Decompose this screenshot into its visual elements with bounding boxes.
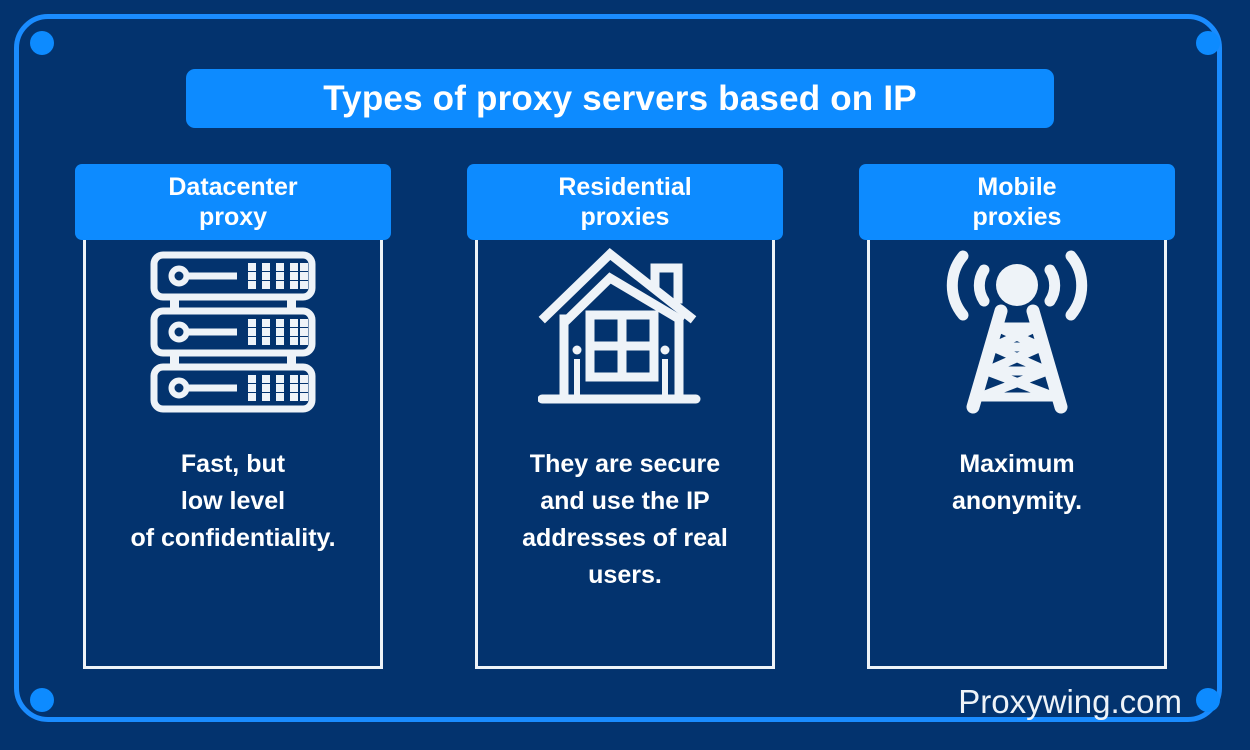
card-description-line: They are secure [529,450,721,478]
proxy-card-mobile: Mobile proxies [859,164,1175,669]
card-description-line: users. [588,561,662,589]
card-description-line: low level [180,487,286,515]
card-header-line: Residential [558,173,692,201]
card-description-line: Maximum [959,450,1075,478]
card-description-datacenter: Fast, but low level of confidentiality. [83,446,383,557]
corner-dot-bottom-left [30,688,54,712]
proxy-type-columns: Datacenter proxy [0,164,1250,674]
decorative-frame-border [14,14,1222,722]
card-body-outline [475,234,775,669]
card-header-mobile: Mobile proxies [859,164,1175,240]
cell-tower-icon [859,242,1175,422]
page-title-chip: Types of proxy servers based on IP [186,69,1054,128]
corner-dot-top-right [1196,31,1220,55]
card-header-line: Mobile [977,173,1057,201]
card-header-residential: Residential proxies [467,164,783,240]
server-rack-icon [75,242,391,422]
card-description-mobile: Maximum anonymity. [867,446,1167,520]
card-description-line: addresses of real [522,524,728,552]
card-description-residential: They are secure and use the IP addresses… [475,446,775,594]
card-header-line: proxies [580,203,670,231]
house-icon [467,242,783,422]
card-description-line: anonymity. [951,487,1083,515]
card-body-outline [83,234,383,669]
card-body-outline [867,234,1167,669]
brand-watermark: Proxywing.com [958,683,1182,720]
proxy-card-residential: Residential proxies [467,164,783,669]
corner-dot-bottom-right [1196,688,1220,712]
card-header-line: proxies [972,203,1062,231]
page-title: Types of proxy servers based on IP [323,78,917,118]
card-description-line: Fast, but [180,450,286,478]
card-header-line: proxy [198,203,268,231]
corner-dot-top-left [30,31,54,55]
card-header-line: Datacenter [168,173,298,201]
card-header-datacenter: Datacenter proxy [75,164,391,240]
proxy-card-datacenter: Datacenter proxy [75,164,391,669]
card-description-line: and use the IP [540,487,710,515]
card-description-line: of confidentiality. [130,524,336,552]
